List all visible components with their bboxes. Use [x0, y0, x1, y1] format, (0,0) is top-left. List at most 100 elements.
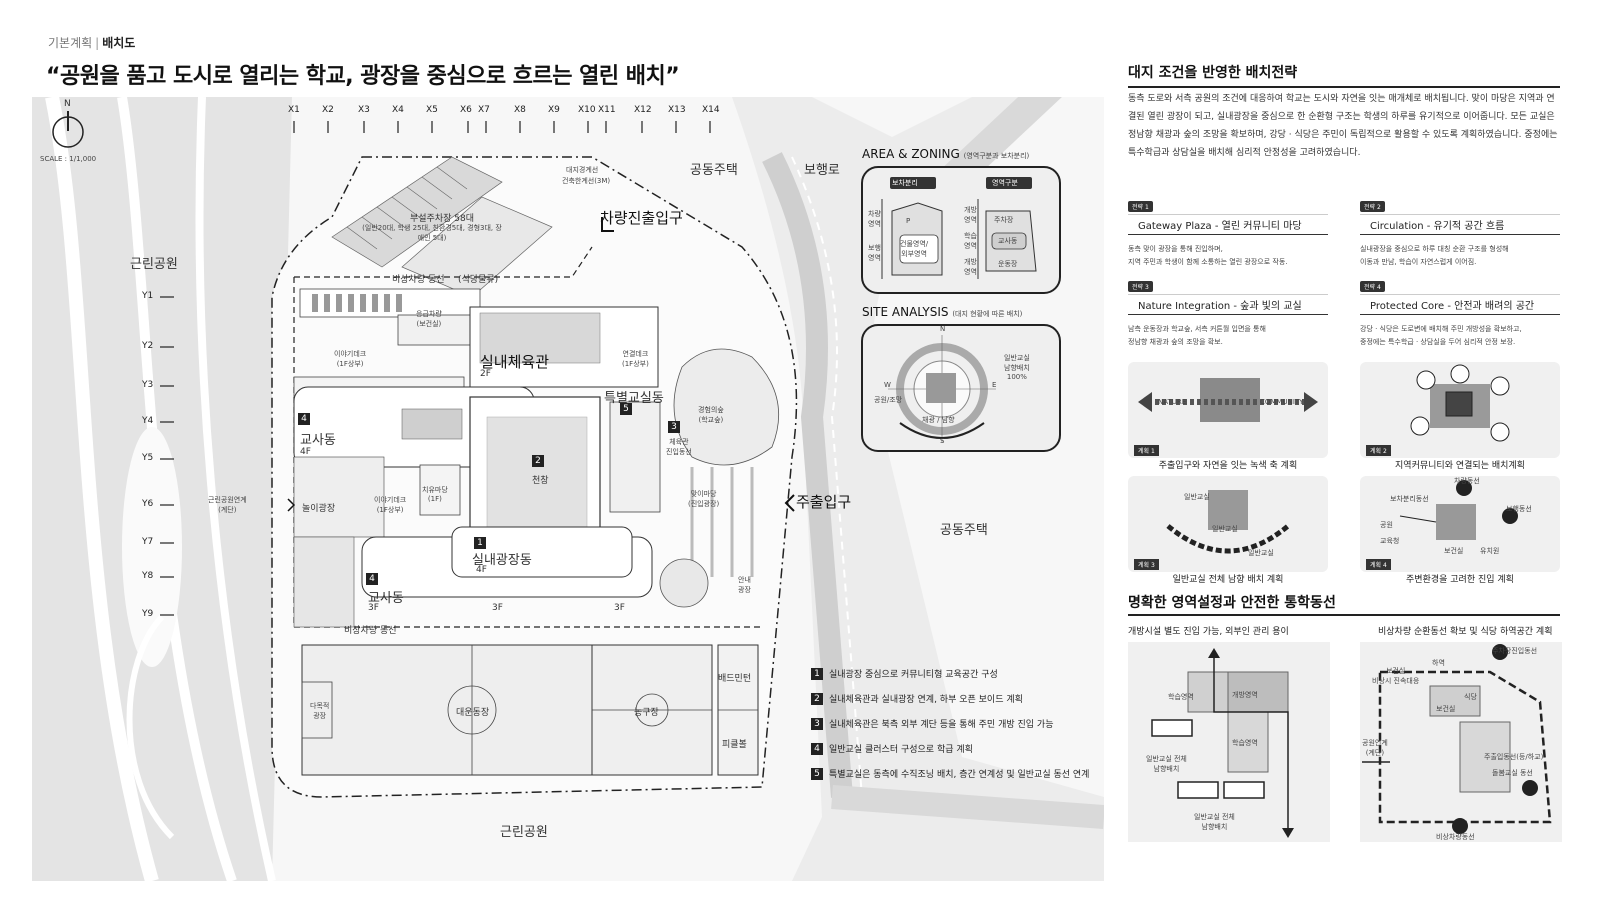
zoning-label: 차량 영역	[868, 210, 881, 228]
compass-w: W	[884, 381, 891, 389]
site-analysis-label: 채광 / 남향	[922, 416, 955, 424]
zoning-label: 개방 영역	[964, 258, 977, 276]
grid-y-label: Y7	[142, 537, 154, 547]
breadcrumb: 기본계획|배치도	[48, 36, 136, 50]
grid-x-label: X8	[514, 105, 526, 115]
park-left-label: 근린공원	[130, 257, 178, 272]
north-label: N	[64, 99, 71, 109]
link-deck-label: 연결데크 (1F상부)	[622, 350, 649, 368]
compass-n: N	[940, 325, 946, 333]
strategy-item: 전략 2 Circulation - 유기적 공간 흐름 실내광장을 중심으로 …	[1360, 194, 1560, 269]
guide-plaza-label: 안내 광장	[738, 576, 751, 594]
healing-yard-label: 치유마당 (1F)	[422, 486, 448, 503]
scale-label: SCALE : 1/1,000	[40, 155, 97, 163]
zoning-label: P	[906, 217, 911, 225]
grid-x-label: X6	[460, 105, 472, 115]
parking-detail-label: (일반20대, 학생 25대, 친환경5대, 경형3대, 장애인 5대)	[362, 224, 502, 242]
special-class-label: 특별교실동	[604, 391, 664, 406]
circulation-right-heading: 비상차량 순환동선 확보 및 식당 하역공간 계획	[1378, 627, 1553, 637]
welcome-yard-label: 맞이마당 (진입광장)	[688, 490, 720, 508]
park-bottom-label: 근린공원	[500, 825, 548, 840]
grid-x-label: X2	[322, 105, 334, 115]
grid-x-label: X1	[288, 105, 300, 115]
zoning-diagram	[861, 166, 1061, 294]
field-label: 대운동장	[456, 708, 490, 718]
breadcrumb-current: 배치도	[102, 36, 136, 50]
setback-line-label: 건축한계선(3M)	[562, 177, 611, 185]
marker-4: 4	[366, 573, 380, 585]
circulation-title: 명확한 영역설정과 안전한 통학동선	[1128, 595, 1336, 611]
strategy-item: 전략 1 Gateway Plaza - 열린 커뮤니티 마당 동측 맞이 광장…	[1128, 194, 1328, 269]
zoning-label: 개방 영역	[964, 206, 977, 224]
zoning-label: 건물영역/ 외부영역	[900, 240, 929, 258]
site-analysis-label: 공원/조망	[874, 396, 903, 404]
park-link-label: 근린공원연계 (계단)	[208, 496, 247, 514]
classroom-bottom-label: 교사동	[368, 591, 404, 606]
parking-label: 부설주차장 58대	[410, 214, 474, 224]
site-plan: X1 X2 X3 X4 X5 X6 X7 X8 X9 X10 X11 X12 X…	[32, 97, 1104, 881]
grid-x-label: X5	[426, 105, 438, 115]
grid-x-label: X9	[548, 105, 560, 115]
plan-panel-caption: 주출입구와 자연을 잇는 녹색 축 계획	[1158, 461, 1298, 471]
main-entrance-label: 주출입구	[796, 493, 852, 511]
site-analysis-title: SITE ANALYSIS (대지 현황에 따른 배치)	[862, 305, 1023, 319]
play-plaza-label: 놀이광장	[302, 504, 336, 514]
grid-x-label: X10	[578, 105, 596, 115]
boundary-line-label: 대지경계선	[566, 166, 599, 174]
link-deck-label: 이야기데크 (1F상부)	[334, 350, 367, 368]
grid-y-label: Y5	[142, 453, 154, 463]
apartment-right-label: 공동주택	[940, 523, 988, 538]
plan-panel-caption: 주변환경을 고려한 진입 계획	[1406, 575, 1514, 585]
floor-label: 3F	[492, 603, 503, 613]
strategy-item: 전략 4 Protected Core - 안전과 배려의 공간 강당 · 식당…	[1360, 274, 1560, 349]
plan-panel-2: 계획 2	[1360, 362, 1560, 458]
grid-y-label: Y1	[142, 291, 154, 301]
floor-label: 3F	[614, 603, 625, 613]
marker-5: 5	[620, 403, 634, 415]
gym-floor-label: 2F	[480, 369, 491, 379]
grid-x-label: X12	[634, 105, 652, 115]
apartment-top-label: 공동주택	[690, 163, 738, 178]
marker-1: 1	[474, 537, 488, 549]
zoning-left-tag: 보차분리	[892, 179, 918, 187]
zoning-label: 보행 영역	[868, 244, 881, 262]
gym-label: 실내체육관	[480, 353, 550, 371]
multi-plaza-label: 다목적 광장	[310, 702, 330, 720]
grid-y-label: Y9	[142, 609, 154, 619]
emergency-route-label: 비상차량 동선	[344, 626, 397, 636]
zoning-label: 주차장	[994, 216, 1014, 224]
grid-y-label: Y4	[142, 416, 154, 426]
grid-x-label: X13	[668, 105, 686, 115]
grid-x-label: X11	[598, 105, 616, 115]
zoning-title: AREA & ZONING (영역구분과 보차분리)	[862, 147, 1030, 161]
plan-panel-caption: 일반교실 전체 남향 배치 계획	[1172, 575, 1284, 585]
compass-e: E	[992, 381, 997, 389]
vehicle-entrance-label: 차량진출입구	[600, 209, 683, 227]
gym-access-label: 체육관 진입동선	[666, 438, 692, 456]
grid-x-label: X4	[392, 105, 404, 115]
grid-x-label: X14	[702, 105, 720, 115]
circulation-left-heading: 개방시설 별도 진입 가능, 외부인 관리 용이	[1128, 627, 1289, 637]
strategy-item: 전략 3 Nature Integration - 숲과 빛의 교실 남측 운동…	[1128, 274, 1328, 349]
marker-4: 4	[298, 413, 312, 425]
grid-y-label: Y2	[142, 341, 154, 351]
badminton-label: 배드민턴	[718, 674, 752, 684]
atrium-label: 천창	[532, 476, 549, 486]
plan-panel-caption: 지역커뮤니티와 연결되는 배치계획	[1395, 461, 1525, 471]
circulation-right-panel: 보건실 비상시 진속대응 하역 식당 보건실 주차장진입동선 공원연계 (계단)…	[1360, 642, 1562, 842]
marker-2: 2	[532, 455, 546, 467]
grid-y-label: Y6	[142, 499, 154, 509]
zoning-right-tag: 영역구분	[992, 179, 1018, 187]
grid-x-label: X7	[478, 105, 490, 115]
breadcrumb-parent: 기본계획	[48, 36, 93, 50]
zoning-label: 학습 영역	[964, 232, 977, 250]
classroom-top-floor: 4F	[300, 447, 311, 457]
strategy-title: 대지 조건을 반영한 배치전략	[1128, 65, 1298, 81]
circulation-left-panel: 학습영역 개방영역 학습영역 일반교실 전체 남향배치 일반교실 전체 남향배치	[1128, 642, 1330, 842]
classroom-bottom-floor: 3F	[368, 603, 379, 613]
